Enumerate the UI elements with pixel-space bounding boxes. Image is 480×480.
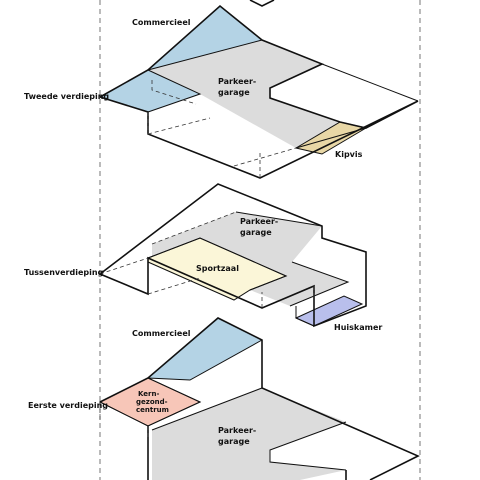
floor-tweede-verdieping: Commercieel Parkeer- garage Kipvis Tweed… [24, 0, 419, 179]
outline-inner-bottom [99, 339, 347, 471]
label-parkeer-top-2: garage [218, 88, 250, 97]
label-kern-1: Kern- [138, 390, 159, 398]
label-eerste-verdieping: Eerste verdieping [28, 401, 108, 410]
label-commercieel-bottom: Commercieel [132, 329, 191, 338]
label-tweede-verdieping: Tweede verdieping [24, 92, 109, 101]
commercieel-area-top [100, 70, 200, 112]
label-kern-2: gezond- [136, 398, 168, 406]
label-parkeer-middle-1: Parkeer- [240, 217, 278, 226]
label-parkeer-bottom-2: garage [218, 437, 250, 446]
parkeergarage-area-middle [152, 212, 348, 306]
outline-inner-middle [147, 211, 350, 327]
top-fragment [249, 0, 275, 7]
floor-eerste-verdieping: Commercieel Kern- gezond- centrum Parkee… [28, 317, 420, 480]
dashed-lines-bottom [99, 402, 149, 440]
floor-tussenverdieping: Parkeer- garage Sportzaal Huiskamer Tuss… [24, 183, 382, 332]
dashed-lines-middle [99, 211, 315, 308]
label-kipvis: Kipvis [335, 150, 363, 159]
label-tussenverdieping: Tussenverdieping [24, 268, 104, 277]
label-sportzaal: Sportzaal [196, 264, 239, 273]
label-parkeer-bottom-1: Parkeer- [218, 426, 256, 435]
floor-outline-top [99, 4, 419, 179]
outline-inner-top [147, 39, 419, 149]
parkeergarage-area [148, 40, 366, 148]
commercieel-area-bottom [148, 318, 262, 380]
label-parkeer-middle-2: garage [240, 228, 272, 237]
label-commercieel-top: Commercieel [132, 18, 191, 27]
commercieel-wall-top [148, 6, 262, 70]
label-huiskamer: Huiskamer [334, 323, 382, 332]
floor-outline-middle [99, 183, 367, 328]
parkeergarage-area-bottom [152, 388, 346, 480]
label-kern-3: centrum [136, 406, 169, 414]
dashed-lines-top [147, 80, 297, 178]
label-parkeer-top-1: Parkeer- [218, 77, 256, 86]
